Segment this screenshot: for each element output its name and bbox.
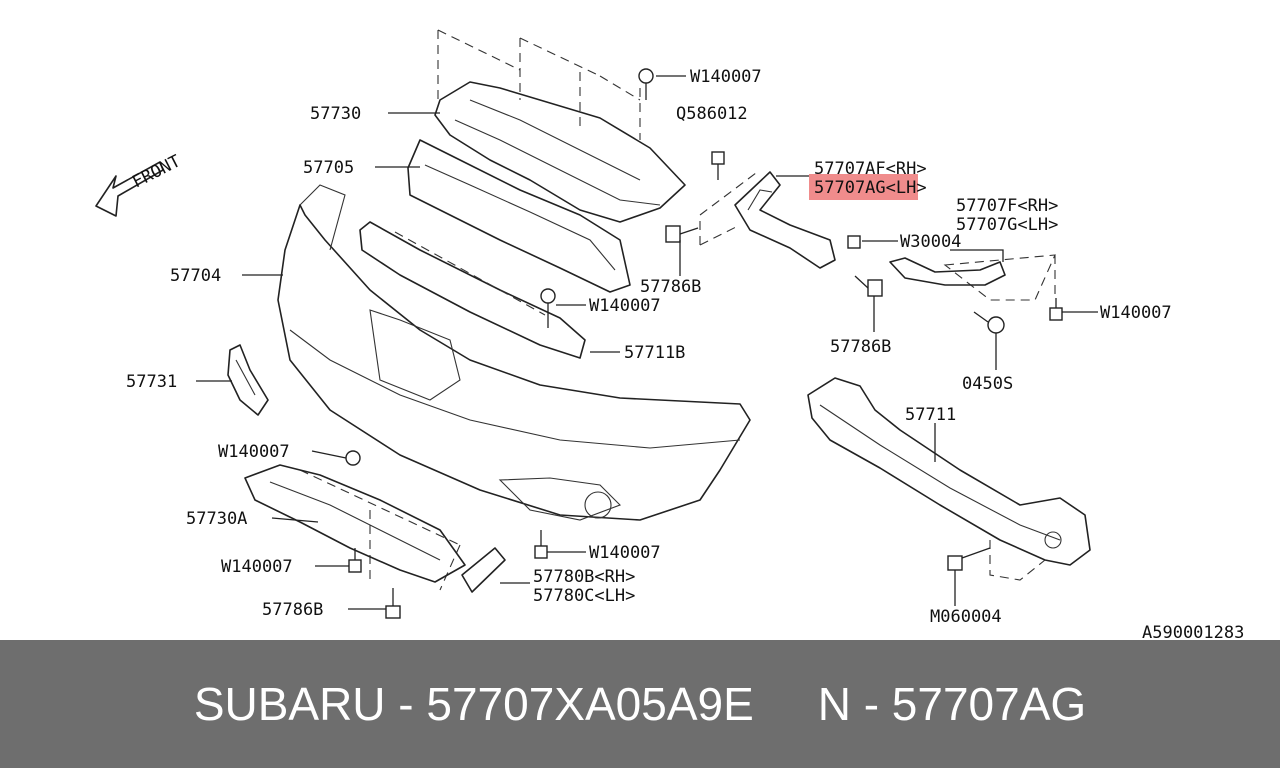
part-57731: [227, 344, 269, 416]
label-57707ag: 57707AG<LH>: [814, 178, 927, 198]
bolt-icon: [345, 450, 361, 466]
label-57707g: 57707G<LH>: [956, 215, 1058, 235]
part-57704-bumper-face: [277, 184, 751, 521]
label-57780c: 57780C<LH>: [533, 586, 635, 606]
bolt-icon: [534, 530, 548, 559]
label-q586012: Q586012: [676, 104, 748, 124]
part-57780b-trim: [461, 547, 506, 593]
label-m060004: M060004: [930, 607, 1002, 627]
label-57711b: 57711B: [624, 343, 685, 363]
label-57786b-mid: 57786B: [640, 277, 701, 297]
bolt-icon: [540, 288, 556, 328]
clip-icon: [973, 311, 1005, 334]
label-w140007-bottomleft: W140007: [221, 557, 293, 577]
bolt-icon: [947, 547, 991, 571]
label-57705: 57705: [303, 158, 354, 178]
bolt-icon: [711, 151, 725, 180]
label-57786b-right: 57786B: [830, 337, 891, 357]
assembly-guides-top: [437, 29, 641, 140]
part-57707ag-bracket: [699, 169, 836, 269]
label-w140007-right: W140007: [1100, 303, 1172, 323]
bolt-icon: [1049, 298, 1063, 321]
label-0450s: 0450S: [962, 374, 1013, 394]
part-57730a-lower-shield: [244, 464, 466, 591]
parts-diagram: FRONT: [95, 29, 1245, 640]
part-57711-beam: [807, 377, 1091, 581]
footer-part-number: SUBARU - 57707XA05A9E N - 57707AG: [193, 678, 1087, 730]
footer-bar: SUBARU - 57707XA05A9E N - 57707AG: [0, 640, 1280, 768]
label-w140007-lowmid: W140007: [589, 543, 661, 563]
bolt-icon: [854, 275, 883, 297]
bolt-icon: [638, 68, 654, 100]
part-57711b-bracket: [359, 221, 586, 359]
highlight-box: [809, 174, 918, 200]
label-w30004: W30004: [900, 232, 961, 252]
bolt-icon: [665, 225, 699, 243]
part-57730-upper-shield: [434, 81, 686, 223]
leader-lines: [196, 75, 1098, 610]
diagram-code: A590001283: [1142, 623, 1244, 640]
label-57711: 57711: [905, 405, 956, 425]
label-w140007-lowleft: W140007: [218, 442, 290, 462]
label-w140007-top: W140007: [690, 67, 762, 87]
bolt-icon: [847, 235, 861, 249]
front-arrow-icon: [95, 161, 164, 217]
part-labels: 57730 57705 57704 57731 W140007 Q586012 …: [126, 67, 1244, 640]
bolt-icon: [385, 588, 401, 619]
label-57731: 57731: [126, 372, 177, 392]
label-57780b: 57780B<RH>: [533, 567, 635, 587]
front-label: FRONT: [129, 151, 184, 192]
part-57707g-bracket: [889, 254, 1056, 301]
label-57730: 57730: [310, 104, 361, 124]
label-57707f: 57707F<RH>: [956, 196, 1058, 216]
label-w140007-mid: W140007: [589, 296, 661, 316]
label-57707af: 57707AF<RH>: [814, 159, 927, 179]
label-57730a: 57730A: [186, 509, 247, 529]
label-57704: 57704: [170, 266, 221, 286]
fasteners: [345, 68, 1063, 619]
label-57786b-bottom: 57786B: [262, 600, 323, 620]
part-57705-grille: [407, 139, 631, 293]
